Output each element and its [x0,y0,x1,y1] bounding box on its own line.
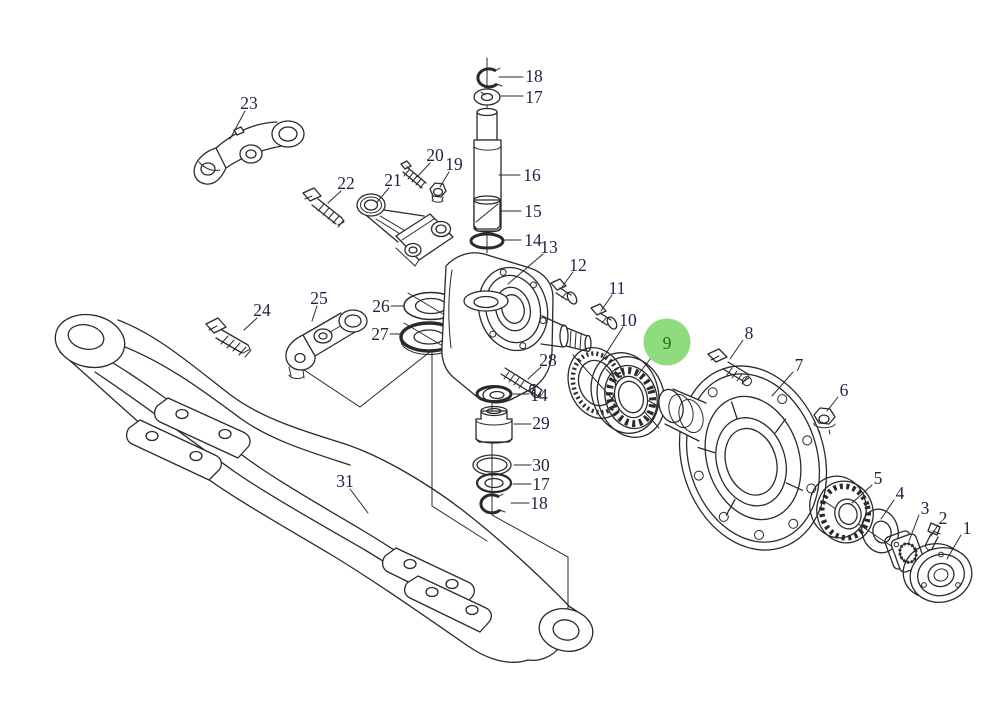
callout-21: 21 [384,170,402,190]
part-o-ring-top [469,232,505,250]
part-washer-17-bottom [475,472,513,494]
callout-5: 5 [874,468,883,488]
callout-22: 22 [337,173,355,193]
callout-6: 6 [840,380,849,400]
highlight-circle [643,318,691,366]
callout-8: 8 [745,323,754,343]
callout-20: 20 [426,145,444,165]
part-tie-rod-arm-21 [356,193,454,267]
callout-27: 27 [371,324,389,344]
callout-24: 24 [253,300,271,320]
part-outer-bearing-5 [809,475,874,544]
part-kingpin-bushing-top [473,195,501,230]
callout-17-top: 17 [525,87,543,107]
callout-31: 31 [336,471,354,491]
part-steering-arm-25 [285,309,368,379]
leader-lines [229,76,962,560]
part-hub-cap-1 [902,543,973,603]
part-nut-6 [813,407,836,435]
knuckle-top-boss [463,290,509,312]
part-snap-ring-top [476,67,503,89]
callout-7: 7 [795,355,804,375]
callout-12: 12 [569,255,587,275]
callout-18-top: 18 [525,66,543,86]
callout-28: 28 [539,350,557,370]
callout-19: 19 [445,154,463,174]
part-inner-bearing-9 [590,352,666,438]
callout-16: 16 [523,165,541,185]
callout-3: 3 [921,498,930,518]
callout-17-bottom: 17 [532,474,550,494]
callout-10: 10 [619,310,637,330]
part-knuckle-13 [441,252,592,404]
callout-9-highlighted: 9 [663,333,672,353]
callout-14-bottom: 14 [530,385,548,405]
part-snap-ring-bottom [479,493,506,515]
part-wheel-hub-7 [658,365,828,551]
part-nut-19 [429,182,447,203]
callout-30: 30 [532,455,550,475]
part-stud-20 [400,160,427,189]
part-washer-top [473,88,501,106]
callout-26: 26 [372,296,390,316]
callout-11: 11 [609,278,626,298]
part-stud-28 [500,367,543,399]
part-axle-beam [54,313,594,663]
callout-14-top: 14 [524,230,542,250]
knuckle-spindle [540,315,592,353]
part-bolt-11 [590,303,618,330]
callout-15: 15 [524,201,542,221]
callout-25: 25 [310,288,328,308]
beam-right-kingpin-eye [527,606,594,662]
part-bushing-29 [475,405,513,444]
part-o-ring-bottom [475,385,513,403]
part-bolt-22 [302,187,345,228]
callout-4: 4 [896,483,905,503]
callout-13: 13 [540,237,558,257]
callout-18-bottom: 18 [530,493,548,513]
hub-snout [658,388,707,442]
beam-spring-pads [125,397,493,633]
callout-1: 1 [963,518,972,538]
callout-2: 2 [939,508,948,528]
part-steering-arm-23 [193,120,305,185]
beam-left-kingpin-eye [54,313,126,369]
callout-29: 29 [532,413,550,433]
callout-labels: 18 17 16 15 14 13 12 11 10 9 8 7 6 5 4 3… [240,66,971,538]
callout-23: 23 [240,93,258,113]
part-bolt-24 [205,317,252,358]
knuckle-flange [477,266,549,352]
part-bolt-8 [707,348,750,385]
